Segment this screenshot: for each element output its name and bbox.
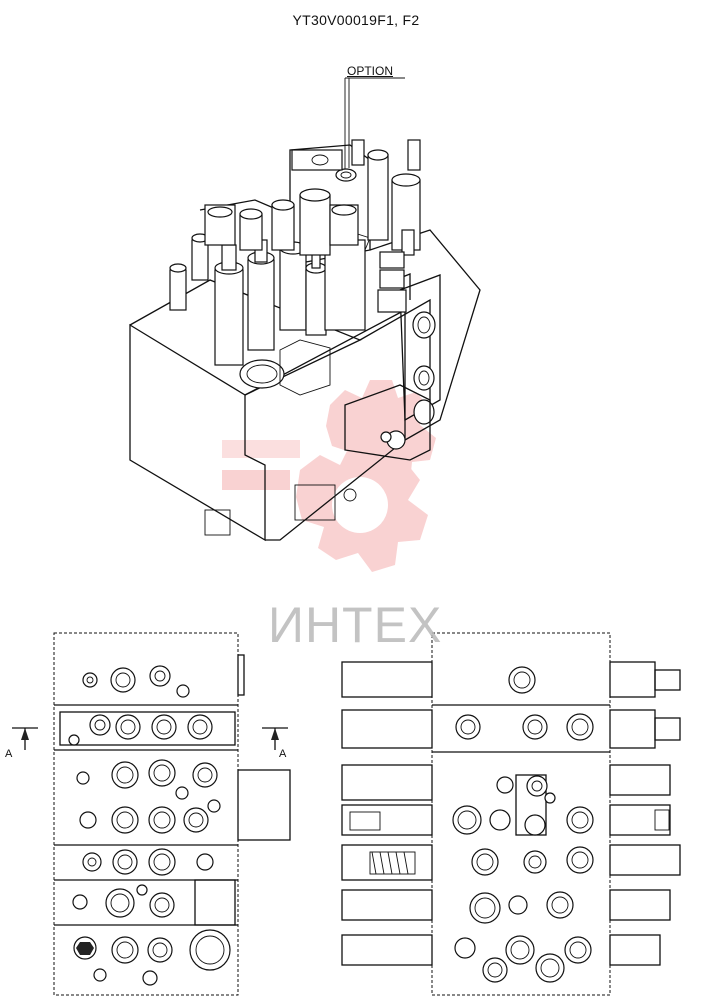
left-section-view	[53, 632, 291, 996]
option-label: OPTION	[347, 64, 394, 78]
section-arrow-left	[12, 727, 38, 750]
spool-columns	[169, 139, 421, 366]
watermark-gear-logo	[222, 380, 436, 572]
option-leader	[344, 77, 405, 170]
drawing-title: YT30V00019F1, F2	[292, 12, 420, 28]
section-label-right: A	[279, 748, 287, 760]
section-arrow-right	[262, 727, 288, 750]
section-label-left: A	[5, 748, 13, 760]
right-section-view	[341, 632, 681, 996]
watermark-text: ИНТЕХ	[268, 597, 443, 653]
isometric-valve-view	[129, 139, 481, 542]
